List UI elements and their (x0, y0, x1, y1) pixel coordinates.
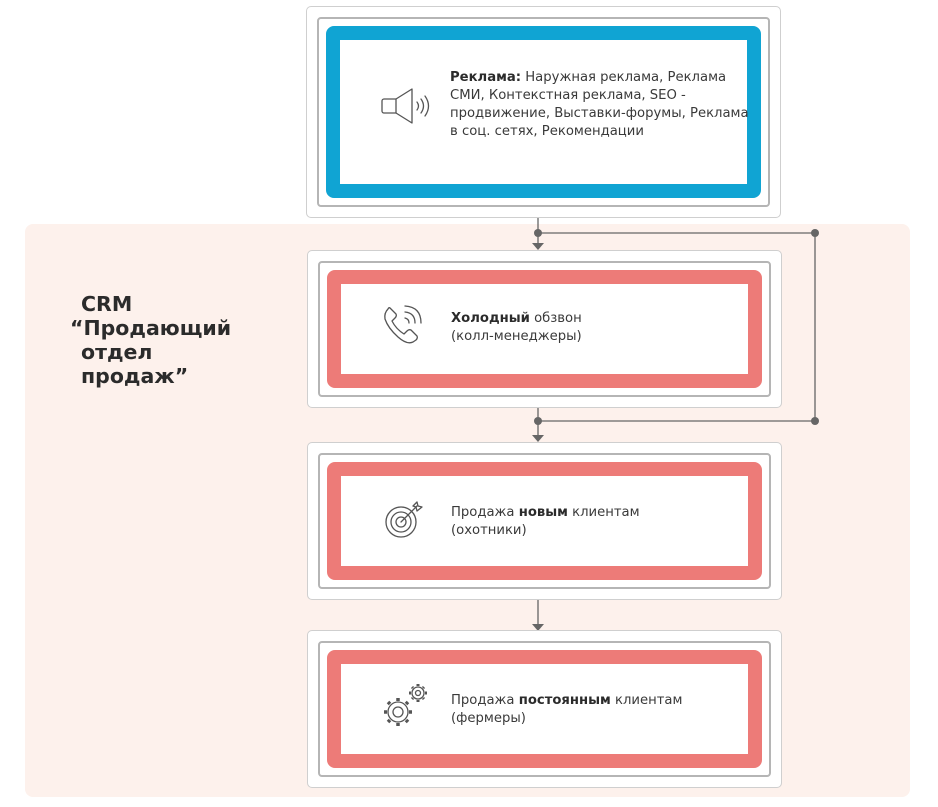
junction-dot (534, 229, 542, 237)
crm-title-line-4: продаж” (81, 364, 189, 388)
new-clients-label: новым (518, 505, 568, 520)
arrow-head (532, 435, 544, 442)
crm-title-line-1: CRM (81, 292, 133, 316)
new-clients-box: Продажа новым клиентам (охотники) (307, 442, 782, 600)
crm-title-line-3: отдел (81, 340, 153, 364)
advertising-text: Реклама: Наружная реклама, Реклама СМИ, … (450, 69, 750, 141)
cold-calling-label: Холодный (451, 311, 530, 326)
regular-clients-box: Продажа постоянным клиентам (фермеры) (307, 630, 782, 788)
regular-clients-text: Продажа постоянным клиентам (фермеры) (451, 692, 751, 728)
arrow-head (532, 243, 544, 250)
gears-icon (384, 684, 427, 726)
advertising-channels: Наружная реклама, Реклама СМИ, Контекстн… (450, 70, 749, 139)
cold-calling-text: Холодный обзвон (колл-менеджеры) (451, 310, 751, 346)
junction-dot (811, 229, 819, 237)
junction-dot (811, 417, 819, 425)
regular-clients-role: (фермеры) (451, 711, 526, 726)
advertising-label: Реклама: (450, 70, 522, 85)
advertising-box: Реклама: Наружная реклама, Реклама СМИ, … (306, 6, 781, 218)
junction-dot (534, 417, 542, 425)
megaphone-icon (381, 88, 430, 124)
crm-title: CRM “Продающий отдел продаж” (70, 292, 231, 388)
phone-call-icon (384, 305, 422, 344)
new-clients-role: (охотники) (451, 523, 527, 538)
cold-calling-role: (колл-менеджеры) (451, 329, 582, 344)
cold-calling-box: Холодный обзвон (колл-менеджеры) (307, 250, 782, 408)
bypass-connector (538, 232, 816, 422)
regular-clients-label: постоянным (518, 693, 611, 708)
target-icon (385, 501, 423, 538)
arrow-head (532, 624, 544, 631)
new-clients-text: Продажа новым клиентам (охотники) (451, 504, 751, 540)
crm-title-line-2: “Продающий (70, 316, 232, 340)
